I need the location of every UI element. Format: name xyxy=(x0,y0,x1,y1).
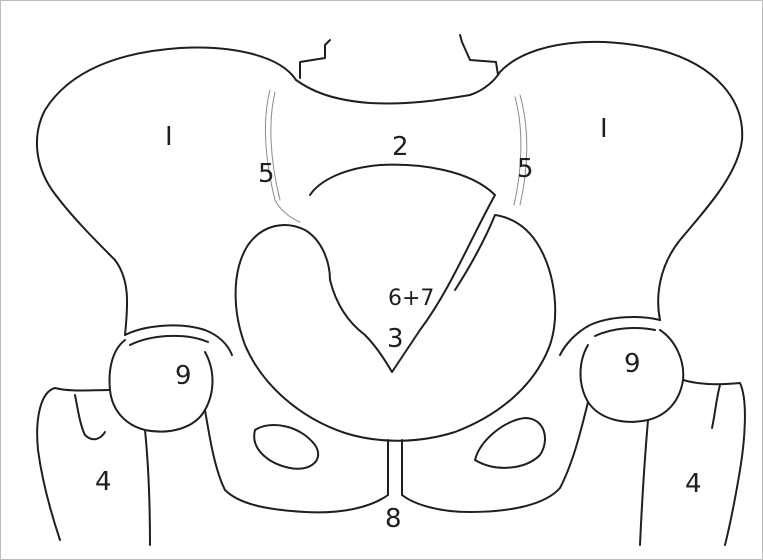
label-pubic-symphysis: 8 xyxy=(385,504,402,534)
right-ala-notch xyxy=(460,35,498,75)
left-ilium-outline xyxy=(37,47,296,335)
left-ala-notch xyxy=(300,40,330,78)
label-femoral-head-left: 9 xyxy=(175,361,192,391)
right-greater-trochanter xyxy=(712,385,720,428)
label-sacrum: 2 xyxy=(392,132,409,162)
label-femur-left: 4 xyxy=(95,467,112,497)
label-femoral-head-right: 9 xyxy=(624,349,641,379)
label-ilium-left: I xyxy=(165,122,173,152)
left-greater-trochanter xyxy=(75,395,105,439)
pubic-symphysis-lines xyxy=(388,440,402,495)
right-acetabulum-rim xyxy=(560,317,660,355)
label-si-joint-right: 5 xyxy=(517,154,534,184)
label-coccyx-region: 6+7 xyxy=(388,286,434,311)
left-femur-shaft xyxy=(37,388,150,545)
right-ischium xyxy=(402,402,588,512)
right-femur-shaft xyxy=(640,380,745,545)
label-ilium-right: I xyxy=(600,114,608,144)
label-si-joint-left: 5 xyxy=(258,159,275,189)
right-obturator-foramen xyxy=(475,418,545,468)
left-obturator-foramen xyxy=(254,425,318,469)
right-ilium-outline xyxy=(500,42,742,320)
left-si-joint xyxy=(265,90,300,222)
sacrum-top-outline xyxy=(296,72,500,103)
label-pelvic-inlet: 3 xyxy=(387,324,404,354)
label-femur-right: 4 xyxy=(685,469,702,499)
left-ischium xyxy=(205,410,388,512)
left-femoral-head xyxy=(110,340,213,432)
